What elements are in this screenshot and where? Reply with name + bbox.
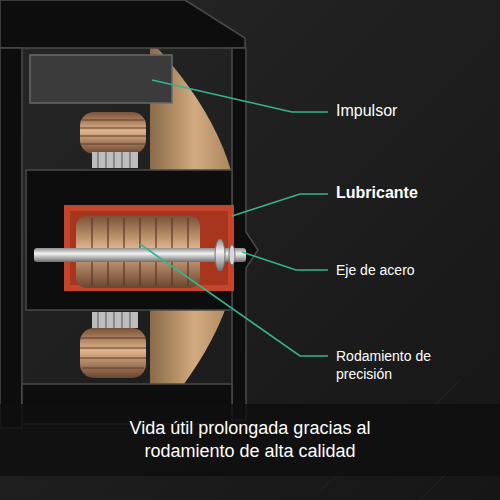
part-label: Lubricante [336,183,418,204]
leader-line [242,252,328,270]
leader-line [232,194,328,216]
part-label: Rodamiento de precisión [336,347,461,383]
caption-band [0,404,500,476]
part-label: Impulsor [336,101,397,122]
leader-line [140,244,328,356]
caption: Vida útil prolongada gracias al rodamien… [100,417,400,464]
leader-line [152,80,328,112]
part-label: Eje de acero [336,261,415,279]
